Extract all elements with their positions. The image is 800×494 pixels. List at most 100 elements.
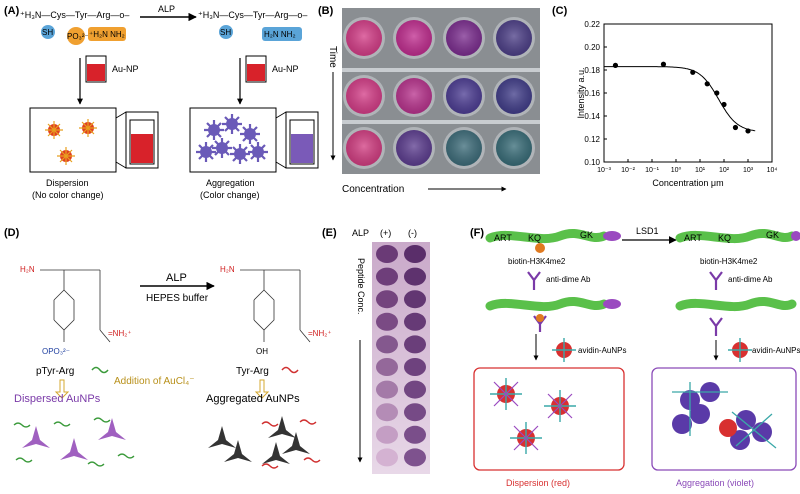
plus-header: (+) [380, 228, 391, 238]
aggregated-tripods [208, 416, 321, 469]
well-highlight [446, 20, 482, 56]
result-right-subtitle: (Color change) [200, 190, 260, 200]
y-tick-label: 0.12 [584, 135, 600, 144]
strip-well-plus-10 [376, 448, 398, 467]
x-tick-label: 10⁻¹ [645, 167, 659, 174]
time-axis-label: Time [327, 46, 338, 68]
strip-well-minus-6 [404, 358, 426, 376]
minus-header: (-) [408, 228, 417, 238]
well-highlight [396, 20, 432, 56]
zoom-lines-left [115, 111, 127, 169]
x-tick-label: 10² [719, 167, 730, 174]
strip-well-plus-9 [376, 425, 398, 444]
panel-f-label: (F) [470, 227, 484, 239]
aggregation-result-label: Aggregation (violet) [676, 478, 754, 488]
strip-well-plus-3 [376, 290, 398, 309]
reactant-name: pTyr-Arg [36, 366, 74, 377]
well-grid [343, 17, 535, 169]
panel-a: (A) ⁺H₃N—Cys—Tyr—Arg—o– SH PO₃²⁻ ⁺H₂N NH… [4, 4, 319, 200]
y-axis-label: Intensity a.u. [576, 67, 586, 118]
peptide-kq-right: KQ [718, 233, 731, 243]
data-point [690, 69, 696, 75]
antibody-label-right: anti-dime Ab [728, 275, 773, 284]
x-tick-label: 10⁻³ [597, 167, 611, 174]
vial-right [245, 55, 267, 83]
bound-peptide-left [485, 296, 621, 332]
strip-wells [376, 245, 426, 467]
peptide-gk-right: GK [766, 230, 779, 240]
red-squiggle-icon [281, 366, 299, 374]
strip-well-plus-1 [376, 245, 398, 263]
red-vial-zoom [129, 119, 155, 165]
strip-well-minus-8 [404, 403, 426, 422]
panel-a-label: (A) [4, 5, 20, 17]
strip-well-plus-2 [376, 267, 398, 286]
strip-well-minus-2 [404, 267, 426, 286]
amine-left: H₂N [20, 265, 35, 274]
dispersed-label: Dispersed AuNPs [14, 393, 101, 405]
y-tick-label: 0.16 [584, 89, 600, 98]
vial-left [85, 55, 107, 83]
x-tick-label: 10¹ [695, 167, 706, 174]
fit-curve [604, 66, 756, 132]
phosphate-label-left: PO₃²⁻ [67, 32, 89, 41]
strip-well-minus-4 [404, 312, 426, 331]
aggregated-label: Aggregated AuNPs [206, 393, 300, 405]
concentration-axis-label: Concentration [342, 184, 404, 195]
peptide-art-left: ART [494, 233, 512, 243]
panel-c-label: (C) [552, 5, 568, 17]
plate-divider-2 [342, 120, 540, 124]
substrate-right: ART KQ GK [675, 228, 800, 244]
x-axis-label: Concentration μm [652, 178, 723, 188]
panel-f: (F) ART KQ GK biotin-H3K4me2 LSD1 ART KQ… [470, 226, 800, 488]
strip-well-plus-4 [376, 312, 398, 331]
substrate-left: ART KQ GK [485, 228, 621, 253]
dispersed-nanoparticles [490, 378, 576, 454]
peptide-left: ⁺H₃N—Cys—Tyr—Arg—o– [20, 10, 129, 20]
strip-well-minus-3 [404, 290, 426, 309]
avidin-auNP-icon-left [552, 338, 576, 362]
peptide-conc-label: Peptide Conc. [356, 258, 366, 315]
data-point [660, 61, 667, 67]
result-right-title: Aggregation [206, 178, 255, 188]
dispersed-tripods [13, 417, 135, 467]
data-point [745, 128, 751, 134]
guanidinium-group-right [262, 27, 302, 41]
antibody-icon-left [527, 271, 541, 290]
peptide-gk-left: GK [580, 230, 593, 240]
green-squiggle-icon [91, 366, 109, 374]
data-point [714, 90, 720, 96]
well-highlight [496, 130, 532, 166]
peptide-right: ⁺H₃N—Cys—Tyr—Arg—o– [198, 10, 307, 20]
thiol-group-left [41, 25, 55, 39]
free-peptide-right [675, 296, 797, 336]
peptide-kq-left: KQ [528, 233, 541, 243]
lsd1-label: LSD1 [636, 226, 659, 236]
thiol-label-left: SH [42, 28, 53, 37]
panel-b-label: (B) [318, 5, 334, 17]
y-tick-label: 0.10 [584, 158, 600, 167]
y-tick-label: 0.18 [584, 66, 600, 75]
dispersion-box [29, 107, 117, 173]
product-name: Tyr-Arg [236, 366, 269, 377]
x-tick-label: 10⁰ [671, 166, 682, 174]
strip-well-minus-1 [404, 245, 426, 263]
alp-label-d: ALP [166, 272, 187, 284]
y-tick-label: 0.14 [584, 112, 600, 121]
avidin-label-right: avidin-AuNPs [752, 346, 800, 355]
guanidinium-label-left: ⁺H₂N NH₂ [89, 30, 125, 39]
data-point [612, 62, 619, 68]
guanidinium-right: =NH₂⁺ [308, 329, 332, 338]
substrate-label-right: biotin-H3K4me2 [700, 257, 758, 266]
well-highlight [396, 130, 432, 166]
x-tick-label: 10³ [743, 167, 754, 174]
well-highlight [346, 78, 382, 114]
thiol-group-right [219, 25, 233, 39]
dispersion-result-label: Dispersion (red) [506, 478, 570, 488]
avidin-auNP-icon-right [728, 338, 752, 362]
well-highlight [346, 130, 382, 166]
x-tick-label: 10⁻² [621, 167, 635, 174]
buffer-label: HEPES buffer [146, 293, 209, 304]
